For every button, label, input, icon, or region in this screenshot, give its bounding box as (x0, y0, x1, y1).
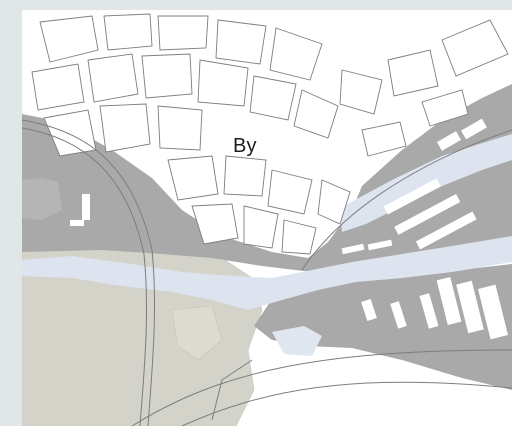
road-network (22, 119, 512, 426)
water-areas (22, 134, 512, 356)
map-view[interactable]: By (22, 10, 512, 426)
place-label: By (233, 135, 257, 157)
map-canvas[interactable] (22, 10, 512, 426)
port-buildings (70, 118, 509, 340)
city-blocks (31, 13, 509, 255)
